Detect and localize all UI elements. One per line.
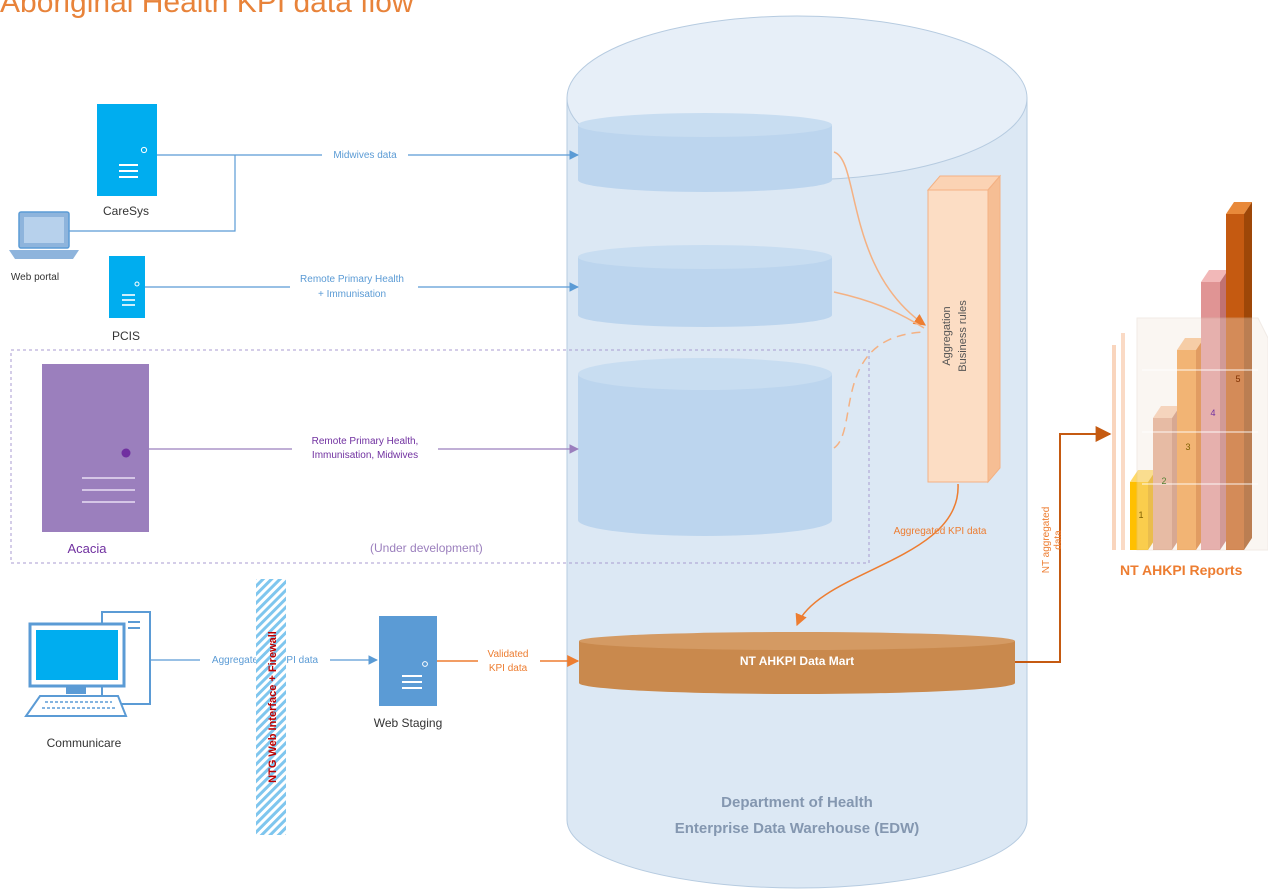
caresys-label: CareSys — [103, 204, 149, 218]
report-bar-label-2: 2 — [1161, 476, 1166, 486]
acacia-to-aggregation-curve — [833, 331, 927, 449]
web-staging-server-icon — [379, 616, 437, 706]
pcis-flow-label-line2: + Immunisation — [318, 289, 386, 300]
reports-label: NT AHKPI Reports — [1120, 562, 1243, 578]
firewall-label: NTG Web Interface + Firewall — [267, 631, 279, 783]
caresys-connector-line — [69, 155, 236, 232]
pcis-to-aggregation-curve — [833, 291, 925, 329]
aggregation-label-line2: Business rules — [957, 300, 969, 372]
acacia-flow-label-line1: Remote Primary Health, — [312, 436, 419, 447]
acacia-flow-label-line2: Immunisation, Midwives — [312, 450, 418, 461]
midwives-to-aggregation-curve — [833, 151, 926, 326]
caresys-server-icon — [97, 104, 157, 196]
page-title: Aboriginal Health KPI data flow — [0, 0, 414, 19]
nt-aggregated-label-line2: data — [1053, 530, 1064, 550]
aggregation-box — [926, 174, 1002, 484]
nt-aggregated-label-line1: NT aggregated — [1041, 507, 1052, 574]
aggregation-to-data-mart-curve — [795, 483, 959, 627]
report-bar-label-3: 3 — [1185, 442, 1190, 452]
pcis-data-store — [578, 245, 832, 327]
report-bar-label-4: 4 — [1210, 408, 1215, 418]
midwives-flow-label: Midwives data — [333, 150, 397, 161]
aggregated-kpi-label: Aggregated KPI data — [894, 526, 987, 537]
reports-chart-icon — [1112, 202, 1268, 551]
firewall-bar — [256, 579, 286, 835]
communicare-label: Communicare — [47, 736, 122, 750]
acacia-server-icon — [42, 364, 149, 532]
acacia-label: Acacia — [67, 541, 107, 556]
midwives-data-store — [578, 113, 832, 192]
computer-icon — [24, 611, 151, 717]
pcis-label: PCIS — [112, 329, 140, 343]
validated-flow-label-line2: KPI data — [489, 663, 528, 674]
data-mart-to-reports-arrow — [1015, 426, 1112, 663]
acacia-data-store — [578, 358, 832, 536]
edw-label-line1: Department of Health — [721, 794, 873, 811]
validated-flow-label-line1: Validated — [488, 649, 529, 660]
report-bar-label-1: 1 — [1138, 510, 1143, 520]
edw-label-line2: Enterprise Data Warehouse (EDW) — [675, 820, 920, 837]
under-development-label: (Under development) — [370, 541, 483, 555]
laptop-icon — [9, 211, 79, 259]
pcis-server-icon — [109, 256, 145, 318]
under-development-frame — [10, 349, 870, 564]
aggregation-label-line1: Aggregation — [941, 306, 953, 365]
web-staging-label: Web Staging — [374, 716, 443, 730]
pcis-flow-label-line1: Remote Primary Health — [300, 274, 404, 285]
web-portal-label: Web portal — [11, 272, 59, 283]
report-bar-label-5: 5 — [1235, 374, 1240, 384]
data-mart-label: NT AHKPI Data Mart — [740, 654, 854, 668]
data-mart-cylinder — [579, 632, 1015, 694]
